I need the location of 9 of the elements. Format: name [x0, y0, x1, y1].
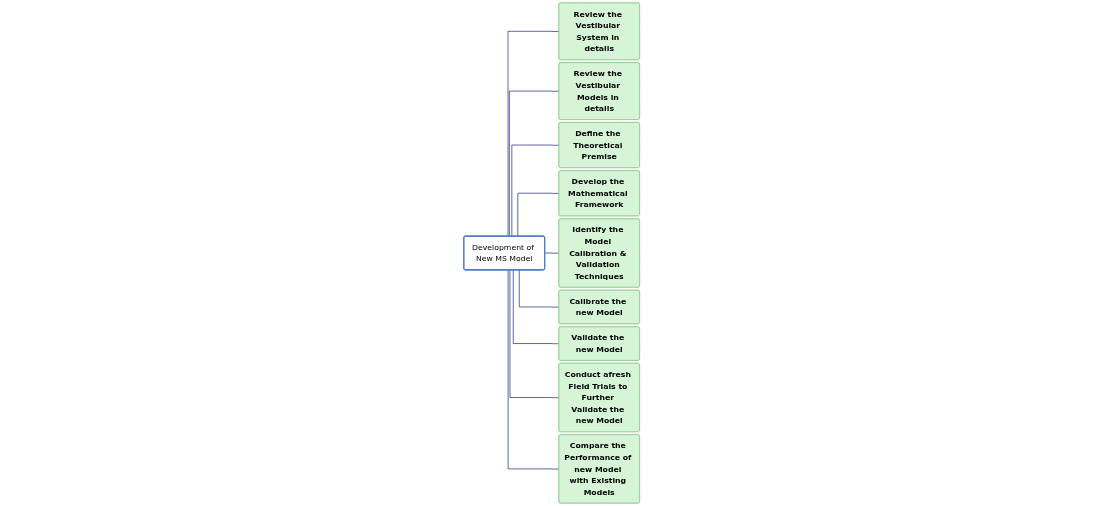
connector	[518, 269, 560, 308]
connector	[509, 269, 560, 399]
connector	[507, 269, 560, 470]
connector	[517, 192, 560, 237]
connector	[544, 252, 560, 254]
connector	[507, 30, 560, 237]
connector	[511, 144, 560, 237]
connector	[508, 90, 560, 237]
connector	[512, 269, 560, 345]
